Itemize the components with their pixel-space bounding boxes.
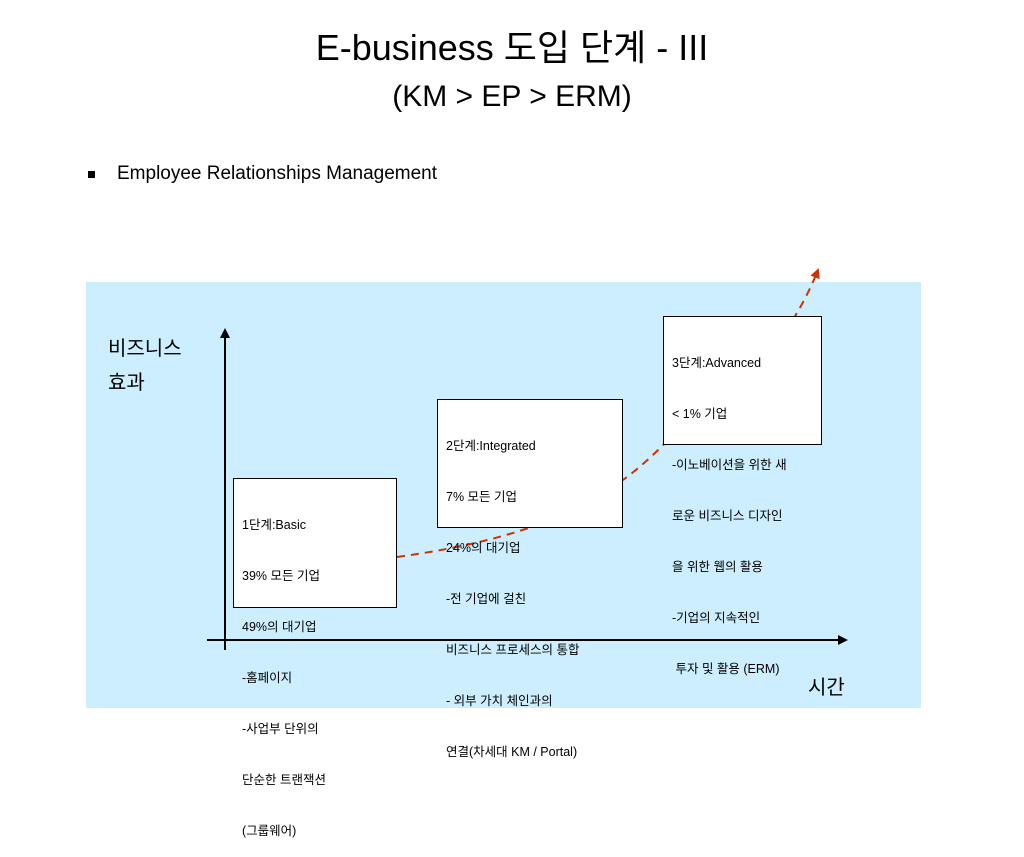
stage-line: 39% 모든 기업: [242, 569, 320, 583]
stage-line: 7% 모든 기업: [446, 490, 518, 504]
stage-integrated-box: 2단계:Integrated 7% 모든 기업 24%의 대기업 -전 기업에 …: [437, 399, 623, 759]
stage-line: 24%의 대기업: [446, 541, 521, 555]
growth-diagram: [207, 268, 848, 650]
bullet-item: Employee Relationships Management: [88, 160, 437, 188]
page-subtitle: (KM > EP > ERM): [392, 80, 632, 113]
y-axis-label-line: 효과: [108, 372, 145, 394]
stage-line: -이노베이션을 위한 새: [672, 458, 787, 472]
stage-line: 을 위한 웹의 활용: [672, 560, 763, 574]
y-axis-label-line: 비즈니스: [108, 338, 182, 360]
stage-line: -기업의 지속적인: [672, 611, 761, 625]
stage-line: 49%의 대기업: [242, 620, 317, 634]
stage-line: < 1% 기업: [672, 407, 728, 421]
stage-line: -전 기업에 걸친: [446, 592, 527, 606]
stage-line: 2단계:Integrated: [446, 439, 536, 453]
stage-line: 3단계:Advanced: [672, 356, 762, 370]
stage-line: - 외부 가치 체인과의: [446, 694, 553, 708]
page-title: E-business 도입 단계 - III: [315, 27, 709, 68]
x-axis-label: 시간: [808, 677, 845, 699]
y-axis-label: 비즈니스 효과: [108, 334, 182, 402]
growth-curve: [396, 268, 820, 558]
bullet-text: Employee Relationships Management: [117, 163, 438, 184]
stage-basic-box: 1단계:Basic 39% 모든 기업 49%의 대기업 -홈페이지 -사업부 …: [233, 478, 397, 838]
square-bullet-icon: [88, 171, 95, 178]
stage-line: 1단계:Basic: [242, 518, 306, 532]
stage-advanced-box: 3단계:Advanced < 1% 기업 -이노베이션을 위한 새 로운 비즈니…: [663, 316, 822, 676]
stage-line: -사업부 단위의: [242, 722, 319, 736]
stage-line: 투자 및 활용 (ERM): [672, 662, 780, 676]
stage-line: 로운 비즈니스 디자인: [672, 509, 783, 523]
stage-line: 연결(차세대 KM / Portal): [446, 745, 578, 759]
stage-line: 단순한 트랜잭션: [242, 773, 326, 787]
stage-line: 비즈니스 프로세스의 통합: [446, 643, 580, 657]
stage-line: (그룹웨어): [242, 824, 297, 838]
stage-line: -홈페이지: [242, 671, 293, 685]
